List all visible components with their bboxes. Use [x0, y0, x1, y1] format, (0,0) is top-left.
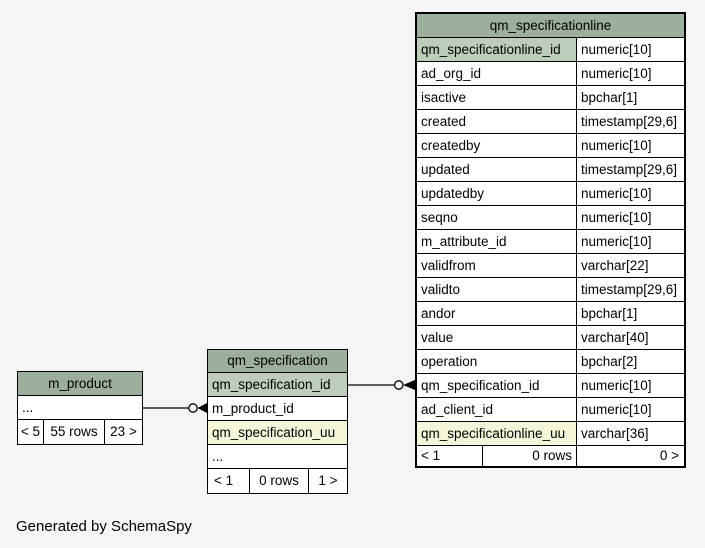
column-name: qm_specificationline_uu [417, 422, 577, 445]
column-type: numeric[10] [577, 134, 684, 157]
column-name: createdby [417, 134, 577, 157]
table-title-qm-specificationline: qm_specificationline [417, 14, 684, 38]
footer-children-count: 23 > [110, 424, 137, 440]
column-name: created [417, 110, 577, 133]
column-row: ... [208, 445, 347, 469]
column-name: ad_client_id [417, 398, 577, 421]
footer-row-count: 0 rows [250, 469, 309, 493]
zero-cardinality-circle-icon [188, 403, 198, 413]
footer-children-count: 1 > [318, 473, 338, 489]
column-name: isactive [417, 86, 577, 109]
column-type: varchar[36] [577, 422, 684, 445]
table-qm-specificationline[interactable]: qm_specificationline qm_specificationlin… [415, 12, 686, 468]
column-name: ... [22, 399, 34, 415]
column-type: timestamp[29,6] [577, 110, 684, 133]
column-name: qm_specification_uu [208, 421, 347, 444]
column-name: m_product_id [212, 400, 294, 416]
footer-parents-count: < 1 [417, 446, 483, 466]
column-name: operation [417, 350, 577, 373]
column-name: qm_specificationline_id [417, 38, 577, 61]
column-type: bpchar[2] [577, 350, 684, 373]
column-type: timestamp[29,6] [577, 158, 684, 181]
column-name: qm_specification_id [417, 374, 577, 397]
table-footer: < 5 55 rows 23 > [18, 420, 142, 444]
column-row: qm_specification_uu [208, 421, 347, 445]
column-row: m_product_id [208, 397, 347, 421]
column-name: validto [417, 278, 577, 301]
column-name: value [417, 326, 577, 349]
footer-row-count: 0 rows [483, 446, 577, 466]
column-row: ... [18, 396, 142, 420]
column-type: bpchar[1] [577, 302, 684, 325]
column-name: updated [417, 158, 577, 181]
table-footer: < 1 0 rows 1 > [208, 469, 347, 493]
column-name: m_attribute_id [417, 230, 577, 253]
column-name: qm_specification_id [208, 373, 347, 396]
column-name: seqno [417, 206, 577, 229]
table-title-qm-specification: qm_specification [208, 350, 347, 373]
fk-connector-m-product-to-qm-specification [143, 402, 208, 414]
column-rows: ... [18, 396, 142, 420]
footer-parents-count: < 5 [18, 420, 44, 444]
schemaspy-credit: Generated by SchemaSpy [16, 518, 192, 535]
column-type: numeric[10] [577, 206, 684, 229]
column-rows: qm_specification_id m_product_id qm_specif… [208, 373, 347, 469]
column-name: ... [212, 448, 224, 464]
footer-children-count: 0 > [659, 448, 679, 464]
column-type: numeric[10] [577, 62, 684, 85]
column-type: numeric[10] [577, 230, 684, 253]
column-row: qm_specification_id [208, 373, 347, 397]
column-type: timestamp[29,6] [577, 278, 684, 301]
column-type: numeric[10] [577, 374, 684, 397]
footer-row-count: 55 rows [44, 420, 105, 444]
column-name: updatedby [417, 182, 577, 205]
column-type: numeric[10] [577, 398, 684, 421]
zero-cardinality-circle-icon [393, 380, 404, 390]
footer-parents-count: < 1 [208, 469, 250, 493]
column-type: varchar[40] [577, 326, 684, 349]
table-qm-specification[interactable]: qm_specification qm_specification_id m_pr… [207, 349, 348, 494]
column-name: validfrom [417, 254, 577, 277]
table-footer: < 1 0 rows 0 > [417, 446, 684, 466]
column-type: bpchar[1] [577, 86, 684, 109]
column-type: numeric[10] [577, 38, 684, 61]
table-title-m-product: m_product [18, 372, 142, 396]
table-m-product[interactable]: m_product ... < 5 55 rows 23 > [17, 371, 143, 445]
column-name: andor [417, 302, 577, 325]
fk-connector-qm-specification-to-qm-specificationline [348, 379, 416, 391]
column-name: ad_org_id [417, 62, 577, 85]
column-type: numeric[10] [577, 182, 684, 205]
column-type: varchar[22] [577, 254, 684, 277]
